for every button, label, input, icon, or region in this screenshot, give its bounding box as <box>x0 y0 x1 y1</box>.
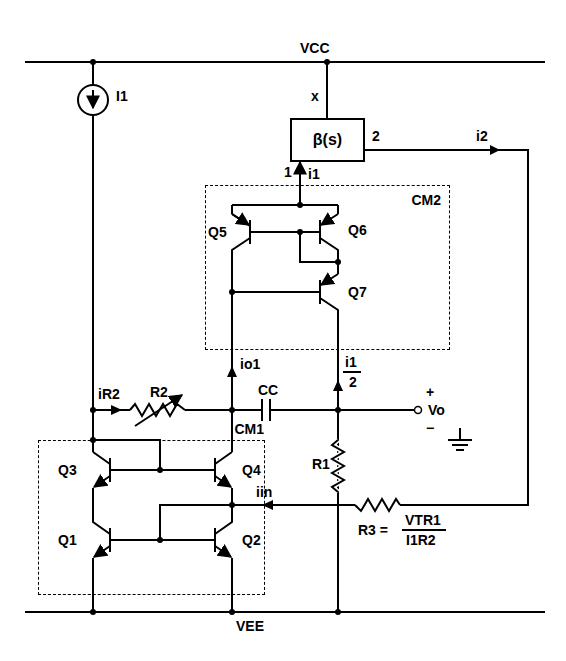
circuit-label: Q3 <box>58 462 77 478</box>
junction-dot <box>297 202 303 208</box>
junction-dot <box>90 609 96 615</box>
circuit-label: x <box>311 88 319 104</box>
circuit-label: i1 <box>345 354 357 370</box>
circuit-label: VCC <box>300 40 330 56</box>
source-arrow <box>92 90 94 108</box>
capacitor <box>262 399 270 421</box>
q7-emitter <box>321 274 338 285</box>
q7-transistor <box>232 280 338 612</box>
circuit-label: Q7 <box>348 284 367 300</box>
q3-transistor <box>93 452 215 482</box>
cm2-feed <box>232 185 338 205</box>
q2-emitter <box>215 546 231 557</box>
current-arrow <box>227 366 237 377</box>
ground-symbol <box>448 428 472 450</box>
r1-resistor <box>332 440 344 492</box>
circuit-label: 1 <box>284 164 292 180</box>
block-label: CM2 <box>411 192 441 208</box>
vcc-to-block <box>326 62 328 118</box>
q5-emitter <box>232 214 249 225</box>
current-source <box>78 85 108 115</box>
circuit-label: Q4 <box>242 462 261 478</box>
circuit-label: Q1 <box>58 532 77 548</box>
circuit-label: io1 <box>240 356 260 372</box>
circuit-label: I1R2 <box>406 532 436 548</box>
circuit-label: 2 <box>372 128 380 144</box>
q4-emitter <box>215 476 231 487</box>
vee-rail <box>25 611 545 613</box>
fraction-bar <box>343 372 446 530</box>
circuit-label: R2 <box>150 384 168 400</box>
current-arrow <box>490 145 500 155</box>
junction-dots <box>90 59 500 615</box>
q1-transistor <box>93 488 215 612</box>
junction-dot <box>229 609 235 615</box>
circuit-label: iin <box>256 484 272 500</box>
junction-dot <box>335 259 341 265</box>
circuit-label: iR2 <box>98 386 120 402</box>
junction-dot <box>335 407 341 413</box>
wires <box>25 62 545 612</box>
junction-dot <box>229 407 235 413</box>
q6-emitter <box>321 214 338 225</box>
circuit-label: R1 <box>312 456 330 472</box>
circuit-label: VEE <box>236 618 264 634</box>
current-mirror-box: CM2 <box>205 185 450 350</box>
r3-resistor <box>355 499 400 511</box>
current-arrow <box>333 380 343 391</box>
circuit-label: Q6 <box>348 222 367 238</box>
junction-dot <box>157 467 163 473</box>
circuit-label: I1 <box>116 88 128 104</box>
current-label: i1 <box>308 166 320 182</box>
circuit-label: R3 = <box>358 522 388 538</box>
circuit-label: i2 <box>476 128 488 144</box>
vcc-rail <box>25 61 545 63</box>
source-wire <box>92 62 94 452</box>
r2-wire <box>93 409 418 411</box>
circuit-label: VTR1 <box>405 512 441 528</box>
q1-emitter <box>94 546 110 557</box>
junction-dot <box>297 229 303 235</box>
junction-dot <box>229 502 235 508</box>
q3-diode <box>93 440 160 470</box>
block-label: CM1 <box>234 421 264 437</box>
transfer-block: β(s) <box>290 118 365 162</box>
circuit-label: Vo <box>428 402 445 418</box>
q2-diode <box>160 505 232 540</box>
q6-transistor <box>320 205 338 274</box>
q3-emitter <box>94 476 110 487</box>
junction-dot <box>324 59 330 65</box>
current-arrow <box>111 405 122 415</box>
r1-resistor <box>332 440 344 492</box>
circuit-label: − <box>426 420 434 436</box>
junction-dot <box>335 609 341 615</box>
q5-transistor <box>232 205 320 244</box>
circuit-label: Q2 <box>242 532 261 548</box>
current-arrow <box>262 500 273 510</box>
circuit-label: 2 <box>349 374 357 390</box>
output-terminal <box>415 407 422 414</box>
junction-dot <box>90 59 96 65</box>
q6-diode <box>300 232 338 262</box>
block-label: β(s) <box>313 131 342 149</box>
q2-transistor <box>215 488 232 612</box>
circuit-label: Q5 <box>208 224 227 240</box>
circuit-label: CC <box>258 382 278 398</box>
q5-collector <box>232 238 250 452</box>
signal-connector <box>299 162 301 185</box>
circuit-label: + <box>426 384 434 400</box>
junction-dot <box>157 537 163 543</box>
junction-dot <box>229 289 235 295</box>
junction-dot <box>90 407 96 413</box>
i2-wire <box>232 150 528 505</box>
